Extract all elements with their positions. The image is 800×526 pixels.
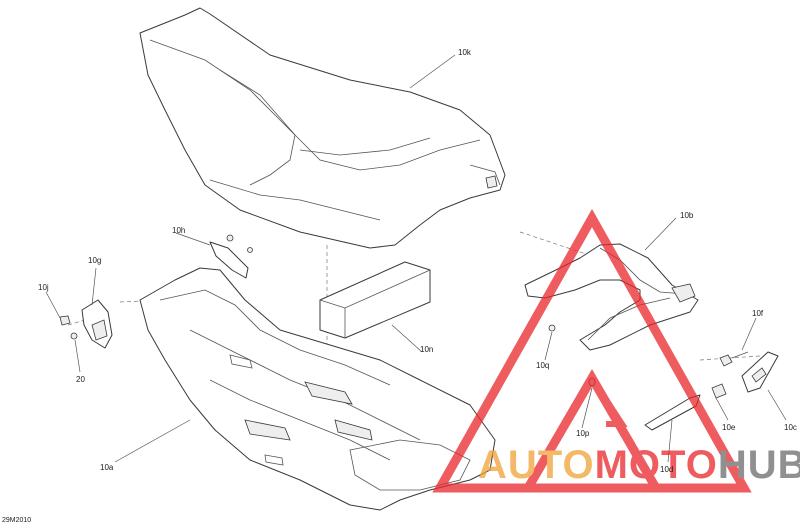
side-bracket bbox=[81, 299, 113, 349]
callout-10c: 10c bbox=[784, 423, 797, 432]
seat-base bbox=[139, 267, 496, 511]
callout-10j: 10j bbox=[38, 283, 49, 292]
watermark-part3: HUB bbox=[718, 443, 800, 487]
clip-10e bbox=[711, 383, 727, 399]
seat-cushion bbox=[139, 7, 506, 249]
callout-10p: 10p bbox=[576, 429, 590, 438]
leader-lines bbox=[45, 54, 787, 463]
callout-10f: 10f bbox=[752, 309, 764, 318]
bracket-10h bbox=[209, 234, 253, 279]
callout-10g: 10g bbox=[88, 256, 101, 265]
callout-10d: 10d bbox=[660, 465, 673, 474]
latch-10c bbox=[741, 351, 779, 393]
bolt-10j bbox=[59, 315, 71, 326]
callout-10e: 10e bbox=[722, 423, 736, 432]
watermark-logo: AUTOMOTOHUB bbox=[432, 208, 800, 493]
figure-reference: 29M2010 bbox=[2, 517, 31, 524]
callout-10h: 10h bbox=[172, 226, 185, 235]
svg-text:AUTOMOTOHUB: AUTOMOTOHUB bbox=[478, 443, 800, 487]
callout-10n: 10n bbox=[420, 345, 433, 354]
bolt-10f bbox=[719, 351, 749, 367]
fastener-10q bbox=[548, 324, 556, 332]
foam-block bbox=[319, 261, 431, 339]
callout-10q: 10q bbox=[536, 361, 549, 370]
callout-10a: 10a bbox=[100, 463, 114, 472]
callout-10k: 10k bbox=[458, 48, 472, 57]
callout-10b: 10b bbox=[680, 211, 694, 220]
callout-labels: 10k 10h 10g 10j 20 10a 10n 10b 10q 10p 1… bbox=[2, 48, 797, 524]
screw-20 bbox=[70, 332, 78, 340]
watermark-part2: MOTO bbox=[595, 443, 718, 487]
watermark-part1: AUTO bbox=[478, 443, 595, 487]
handle-rail bbox=[524, 243, 699, 351]
assembly-line-left-bolt bbox=[67, 319, 86, 326]
callout-20: 20 bbox=[76, 375, 85, 384]
